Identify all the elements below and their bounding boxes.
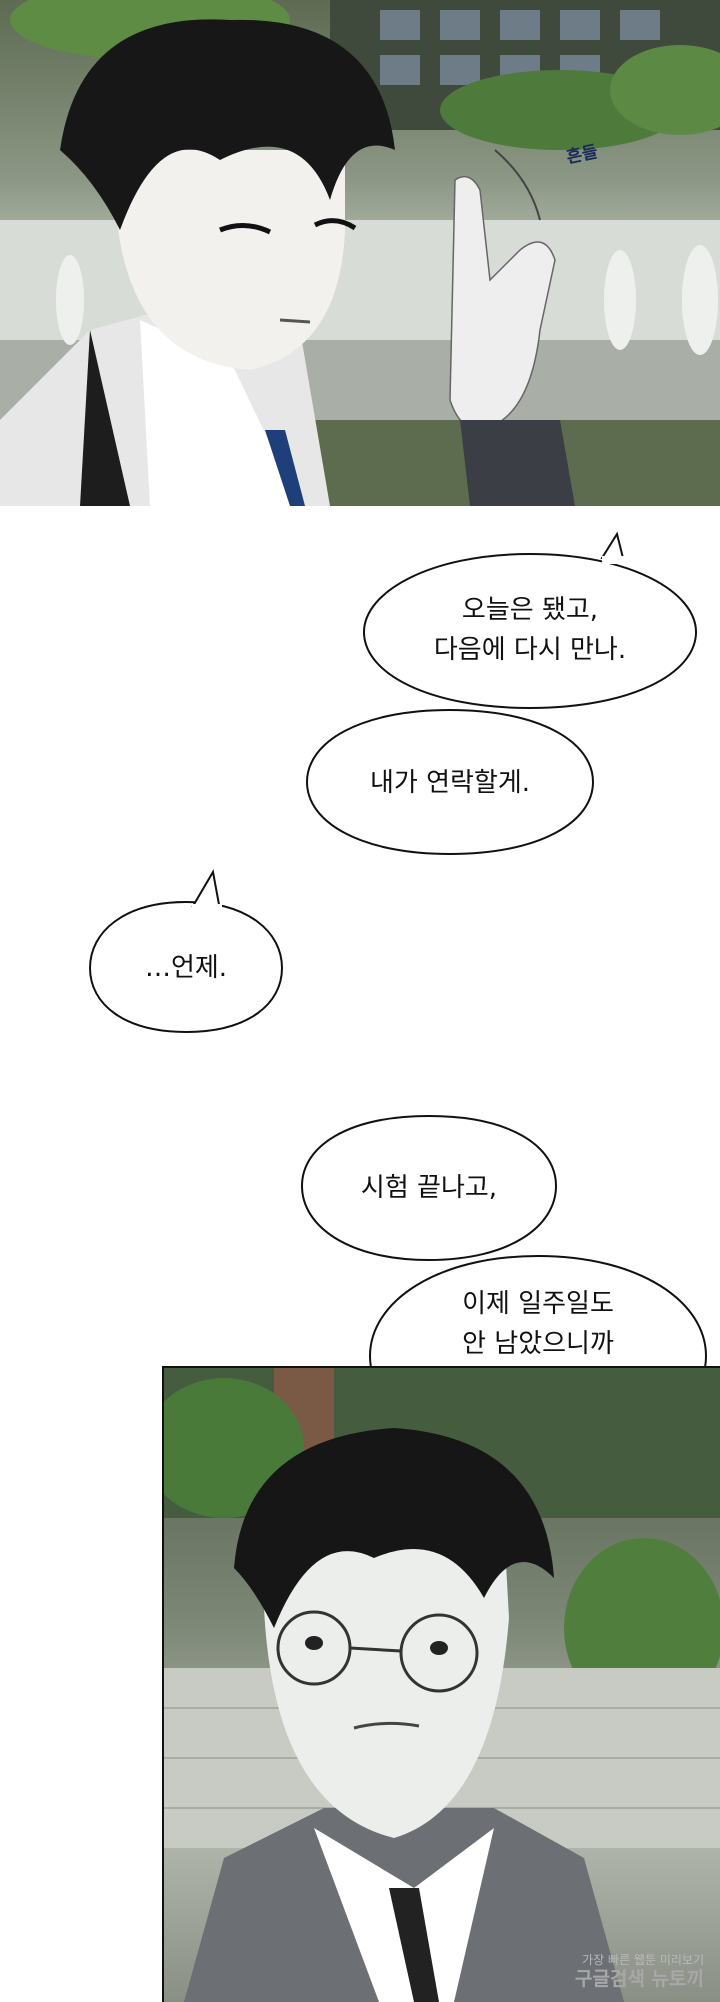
watermark-line1: 가장 빠른 웹툰 미리보기 xyxy=(582,1953,704,1967)
top-panel-illustration xyxy=(0,0,720,506)
bubble-text: 오늘은 됐고, 다음에 다시 만나. xyxy=(433,595,627,665)
bottom-panel-illustration xyxy=(164,1368,720,2002)
speech-bubble-shape xyxy=(305,708,595,856)
bubble-text: 시험 끝나고, xyxy=(360,1173,498,1203)
bottom-panel xyxy=(162,1366,720,2002)
speech-bubble: …언제. xyxy=(88,869,284,1034)
top-panel: 흔들 xyxy=(0,0,720,506)
speech-bubble: 오늘은 됐고, 다음에 다시 만나. xyxy=(362,531,698,712)
speech-bubble-shape xyxy=(300,1114,558,1262)
speech-bubble: 시험 끝나고, xyxy=(300,1114,558,1262)
speech-bubble: 내가 연락할게. xyxy=(305,708,595,858)
bubble-text: 내가 연락할게. xyxy=(369,768,531,798)
speech-bubble-shape xyxy=(362,531,698,710)
watermark-line2: 구글검색 뉴토끼 xyxy=(575,1968,704,1990)
bubble-text: …언제. xyxy=(144,953,228,983)
watermark: 가장 빠른 웹툰 미리보기 구글검색 뉴토끼 xyxy=(575,1952,704,1990)
speech-bubble-shape xyxy=(88,869,284,1034)
